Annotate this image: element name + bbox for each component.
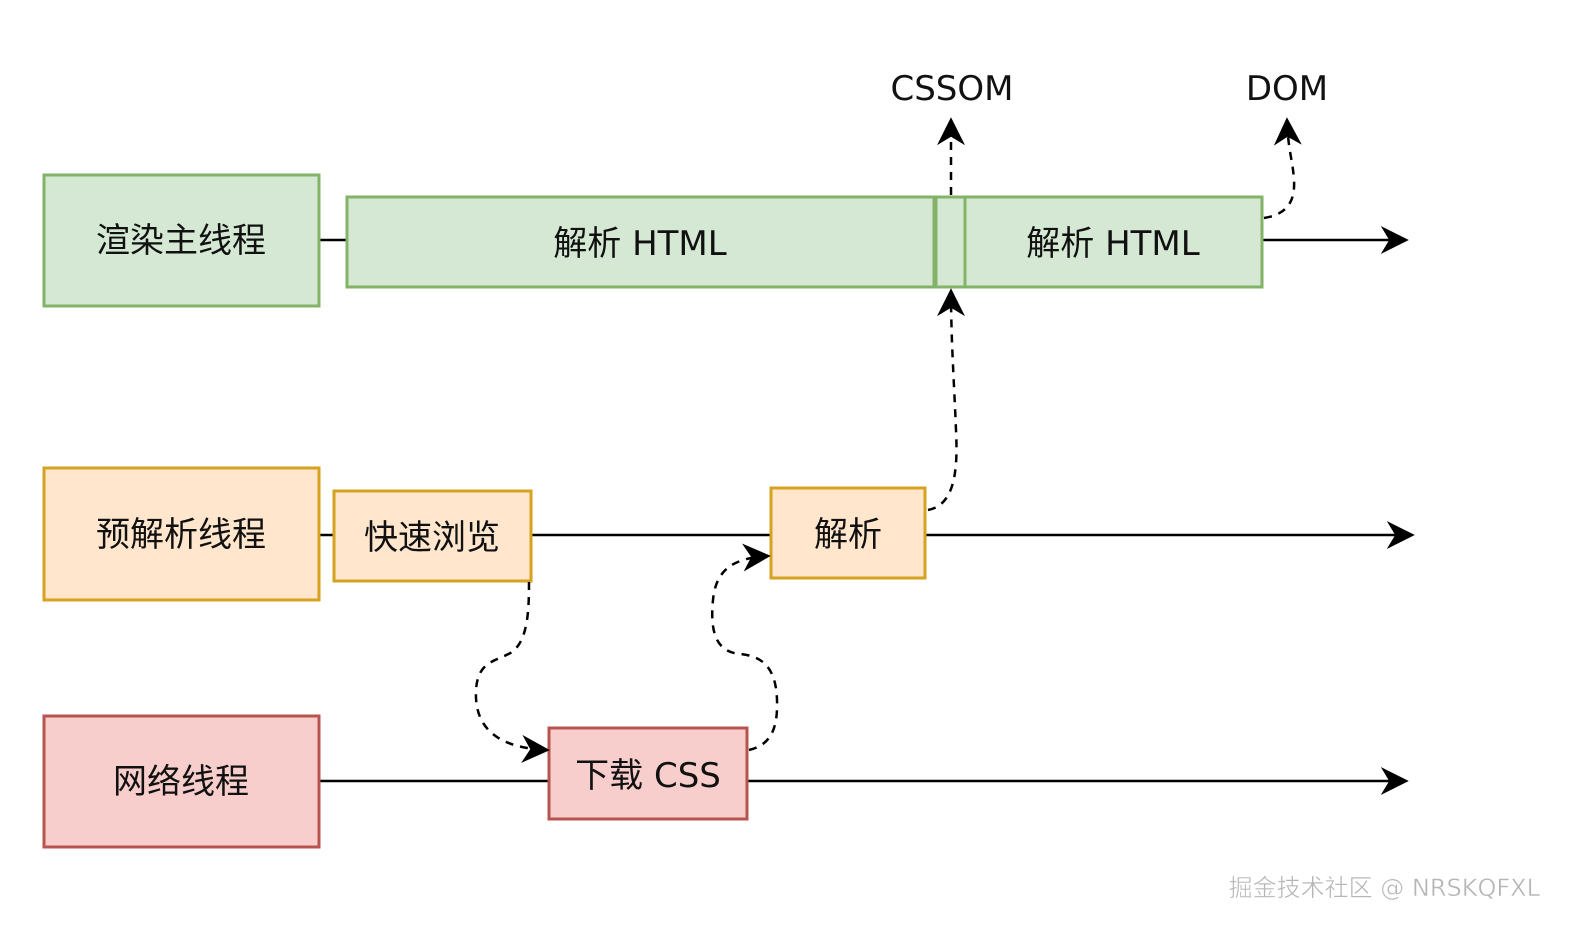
parse-html-task-2 <box>963 195 1264 289</box>
render-thread-label: 渲染主线程 <box>96 221 266 261</box>
parse-task <box>769 486 927 580</box>
network-thread-box <box>42 714 321 849</box>
parse-html-task-1-label: 解析 HTML <box>553 224 726 264</box>
parse-html-task-1 <box>345 195 936 289</box>
parse-html-task-2-label: 解析 HTML <box>1026 224 1199 264</box>
preparse-thread-box <box>42 466 321 602</box>
preparse-thread-label: 预解析线程 <box>96 515 266 555</box>
parse-task-label: 解析 <box>814 515 882 555</box>
quick-scan-task <box>332 489 533 583</box>
download-css-task <box>547 726 749 821</box>
quick-scan-to-download-arrow <box>474 581 550 763</box>
watermark: 掘金技术社区 @ NRSKQFXL <box>1229 874 1541 902</box>
render-thread-box <box>42 173 321 308</box>
download-css-task-label: 下载 CSS <box>575 756 721 796</box>
network-thread-label: 网络线程 <box>113 762 249 802</box>
dom-output-label: DOM <box>1246 69 1328 109</box>
cssom-output-label: CSSOM <box>890 69 1013 109</box>
download-to-parse-arrow <box>711 543 779 752</box>
dom-output-arrow <box>1263 117 1302 220</box>
cssom-build-task <box>934 195 967 289</box>
parse-to-cssom-build-arrow <box>927 288 966 512</box>
quick-scan-task-label: 快速浏览 <box>364 518 500 558</box>
